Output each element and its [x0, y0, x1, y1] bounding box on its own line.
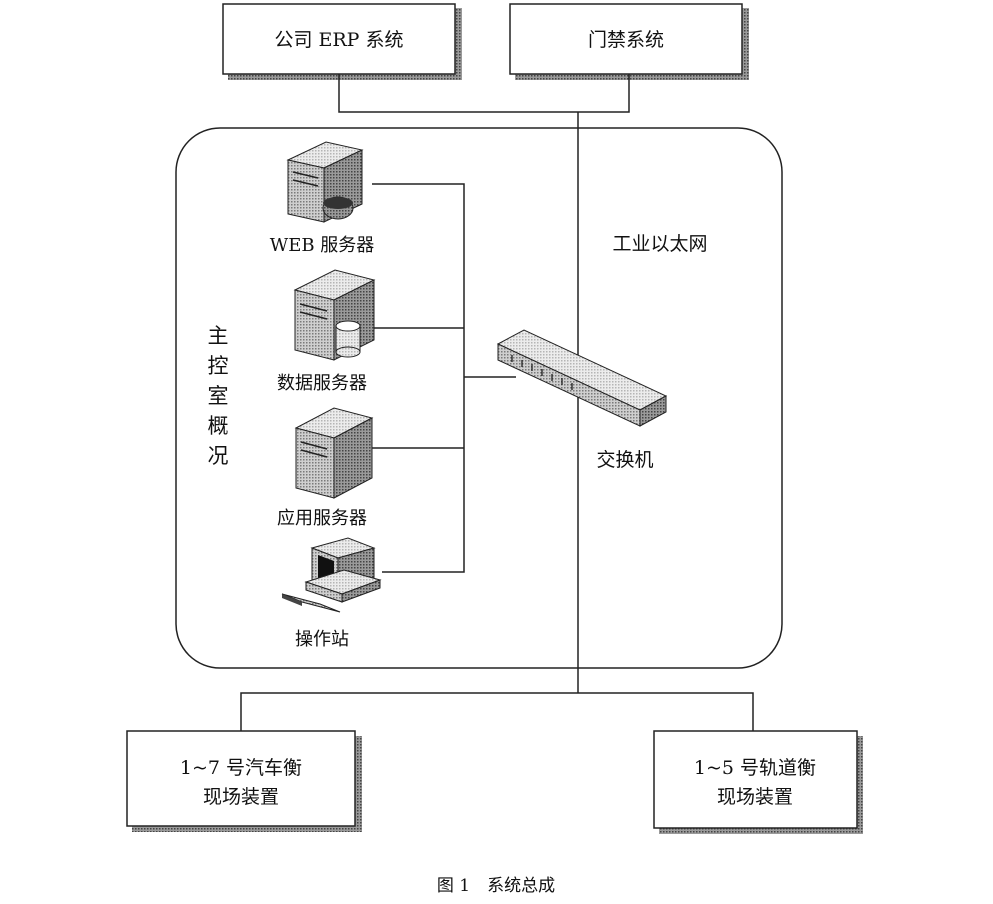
bottom-connectors [240, 692, 754, 732]
control-room-label: 主 控 室 概 况 [208, 324, 229, 468]
app-server-icon [294, 407, 374, 499]
web-server-label: WEB 服务器 [270, 235, 375, 256]
workstation-icon [281, 537, 382, 613]
control-room-char-4: 概 [208, 414, 229, 438]
car-scale-label-line2: 现场装置 [203, 786, 279, 808]
workstation-label: 操作站 [295, 629, 349, 650]
rail-scale-label-line2: 现场装置 [717, 786, 793, 808]
control-room-char-5: 况 [208, 444, 229, 468]
rail-scale-label-line1: 1~5 号轨道衡 [694, 757, 816, 779]
figure-caption: 图 1 系统总成 [437, 876, 555, 896]
server-bus [368, 183, 516, 573]
web-server-icon [286, 141, 364, 223]
ethernet-label: 工业以太网 [612, 233, 707, 255]
access-control-box: 门禁系统 [509, 3, 749, 80]
top-connectors [338, 74, 630, 113]
car-scale-box: 1~7 号汽车衡 现场装置 [126, 730, 362, 832]
db-server-label: 数据服务器 [277, 373, 367, 394]
app-server-label: 应用服务器 [277, 508, 367, 529]
car-scale-label-line1: 1~7 号汽车衡 [180, 757, 302, 779]
db-server-icon [293, 269, 376, 361]
control-room-region [175, 127, 783, 669]
switch-icon [496, 329, 668, 427]
rail-scale-box: 1~5 号轨道衡 现场装置 [653, 730, 863, 834]
access-control-box-label: 门禁系统 [588, 29, 664, 51]
erp-box: 公司 ERP 系统 [222, 3, 462, 80]
erp-box-label: 公司 ERP 系统 [274, 29, 403, 51]
control-room-char-2: 控 [208, 354, 229, 378]
switch-label: 交换机 [596, 449, 653, 471]
control-room-char-3: 室 [208, 384, 229, 408]
control-room-char-1: 主 [208, 324, 229, 348]
